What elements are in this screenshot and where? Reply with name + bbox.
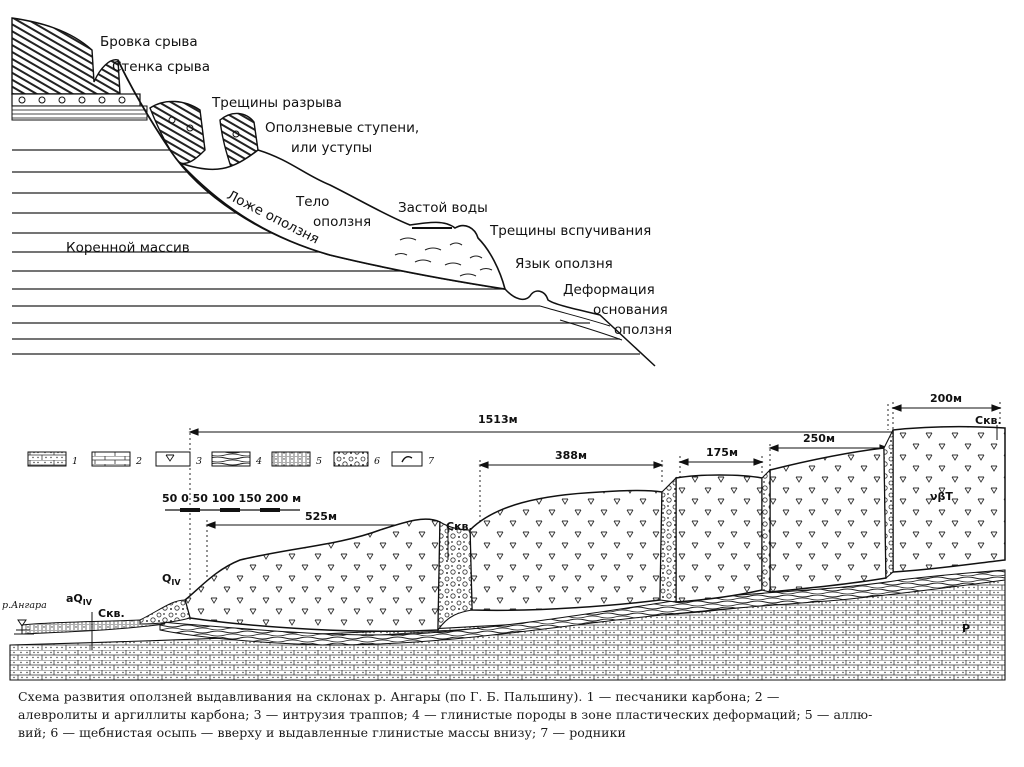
dim-200: 200м — [930, 392, 962, 405]
figure-caption: Схема развития оползней выдавливания на … — [18, 688, 1014, 742]
label-p: P — [962, 622, 970, 635]
trap-block-5 — [892, 425, 1006, 573]
label-landslide-steps-1: Оползневые ступени, — [265, 120, 419, 136]
upper-scarp-mass — [11, 17, 121, 95]
base-deformation — [504, 288, 656, 367]
scale-bar: 50 0 50 100 150 200 м — [162, 492, 301, 512]
top-landslide-diagram: Бровка срыва Стенка срыва Трещины разрыв… — [11, 17, 672, 367]
dimension-lines: 1513м 525м 388м 175м 250м 200м — [188, 392, 1002, 620]
label-rupture-cracks: Трещины разрыва — [211, 95, 342, 111]
label-trap-symbol: νβT — [930, 490, 953, 503]
landslide-step-1 — [149, 100, 206, 165]
label-borehole-left: Скв. — [98, 607, 125, 620]
scale-label: 50 0 50 100 150 200 м — [162, 492, 301, 505]
dim-total: 1513м — [478, 413, 518, 426]
label-borehole-mid: Скв. — [446, 520, 473, 533]
label-body-2: оползня — [313, 214, 371, 230]
label-angara-river: р.Ангара — [2, 600, 47, 611]
trap-block-1 — [184, 518, 441, 632]
dim-175: 175м — [706, 446, 738, 459]
scree-1 — [437, 521, 473, 632]
scree-4 — [883, 429, 894, 580]
clay-deformation-zone — [159, 569, 1006, 646]
caption-line-2: алевролиты и аргиллиты карбона; 3 — интр… — [18, 707, 873, 722]
bedrock-strata — [12, 149, 640, 355]
circle-band — [11, 93, 141, 107]
trap-block-2 — [469, 489, 663, 612]
legend-3-label: 3 — [196, 456, 202, 467]
legend: 1 2 3 4 5 6 7 — [27, 451, 435, 467]
dim-250: 250м — [803, 432, 835, 445]
scree-2 — [659, 476, 677, 603]
legend-2-label: 2 — [135, 456, 142, 467]
label-deformation-1: Деформация — [563, 282, 655, 298]
bottom-cross-section: 1 2 3 4 5 6 7 50 0 50 100 150 200 м — [2, 392, 1006, 681]
landslide-body — [179, 149, 507, 290]
dim-525: 525м — [305, 510, 337, 523]
label-tongue: Язык оползня — [515, 256, 613, 272]
label-borehole-right: Скв. — [975, 414, 1002, 427]
scree-3 — [761, 468, 771, 593]
label-q: QIV — [162, 572, 181, 587]
label-scarp-wall: Стенка срыва — [112, 59, 210, 75]
boreholes — [91, 425, 998, 650]
legend-4-label: 4 — [255, 456, 262, 467]
tongue-fissures — [394, 237, 493, 277]
dim-388: 388м — [555, 449, 587, 462]
label-landslide-steps-2: или уступы — [291, 140, 372, 156]
label-deformation-3: оползня — [614, 322, 672, 338]
label-deformation-2: основания — [593, 302, 668, 318]
caption-line-3: вий; 6 — щебнистая осыпь — вверху и выда… — [18, 725, 626, 740]
legend-7-label: 7 — [428, 456, 435, 467]
legend-5-label: 5 — [316, 456, 322, 467]
label-body-1: Тело — [295, 194, 329, 210]
river-water — [14, 619, 34, 635]
trap-block-3 — [675, 474, 763, 603]
scree-foot — [139, 599, 191, 625]
trap-block-4 — [769, 447, 887, 593]
label-bulging-cracks: Трещины вспучивания — [489, 223, 651, 239]
legend-1-label: 1 — [72, 456, 78, 467]
caption-line-1: Схема развития оползней выдавливания на … — [18, 689, 780, 704]
label-bedrock: Коренной массив — [66, 240, 190, 256]
label-scarp-edge: Бровка срыва — [100, 34, 198, 50]
label-aq: aQIV — [66, 592, 93, 607]
label-stagnant-water: Застой воды — [398, 200, 488, 216]
legend-6-label: 6 — [374, 456, 380, 467]
alluvium — [21, 619, 166, 635]
